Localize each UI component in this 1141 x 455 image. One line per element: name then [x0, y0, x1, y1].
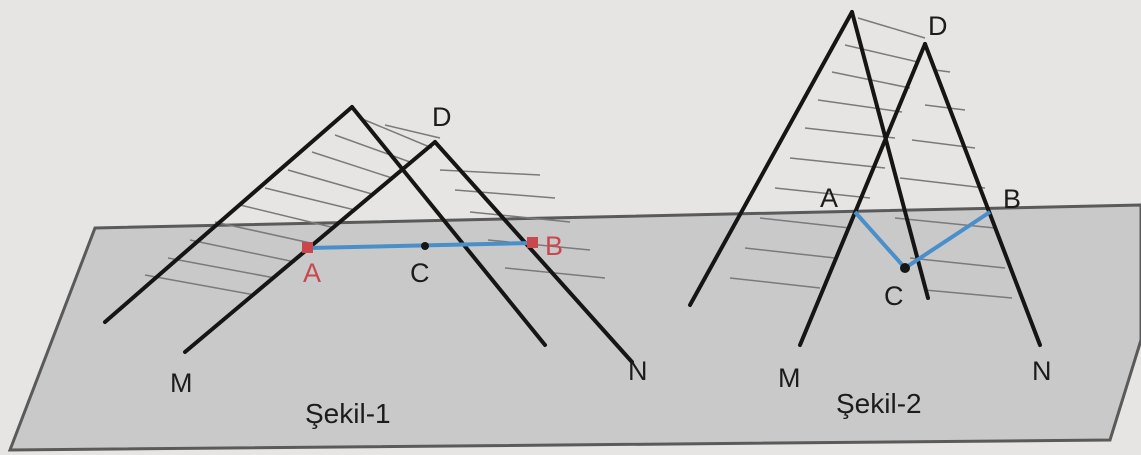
fig2-right-line-2 [923, 42, 1042, 347]
fig2-right-line-1 [850, 10, 930, 300]
fig2-caption: Şekil-2 [836, 388, 922, 419]
fig1-right-line-1 [350, 105, 547, 347]
fig2-label-b: B [1003, 184, 1021, 214]
figure-2: D A B C M N Şekil-2 [688, 10, 1052, 419]
fig1-point-a-marker [302, 242, 313, 253]
fig2-label-d: D [928, 11, 948, 41]
fig1-point-c-dot [421, 242, 429, 250]
figure-1-hatching [144, 117, 606, 296]
fig1-right-line-2 [433, 140, 634, 364]
fig2-label-a: A [820, 183, 838, 213]
fig1-caption: Şekil-1 [305, 398, 391, 429]
fig2-left-line-1 [688, 10, 854, 307]
fig1-segment-ab [307, 241, 533, 250]
fig1-left-line-1 [103, 105, 354, 324]
fig2-label-c: C [884, 281, 904, 311]
fig1-label-m: M [170, 368, 193, 398]
figure-1: D A B C M N Şekil-1 [103, 102, 648, 429]
fig1-label-b: B [545, 231, 563, 261]
fig1-label-n: N [628, 356, 648, 386]
plane [7, 203, 1141, 452]
fig2-label-m: M [778, 363, 801, 393]
fig1-point-b-marker [527, 237, 538, 248]
fig2-label-n: N [1032, 356, 1052, 386]
fig1-label-c: C [410, 258, 430, 288]
fig2-left-line-2 [798, 42, 927, 347]
fig1-label-d: D [432, 102, 452, 132]
fig1-label-a: A [303, 258, 321, 288]
fig2-point-c-dot [900, 263, 910, 273]
